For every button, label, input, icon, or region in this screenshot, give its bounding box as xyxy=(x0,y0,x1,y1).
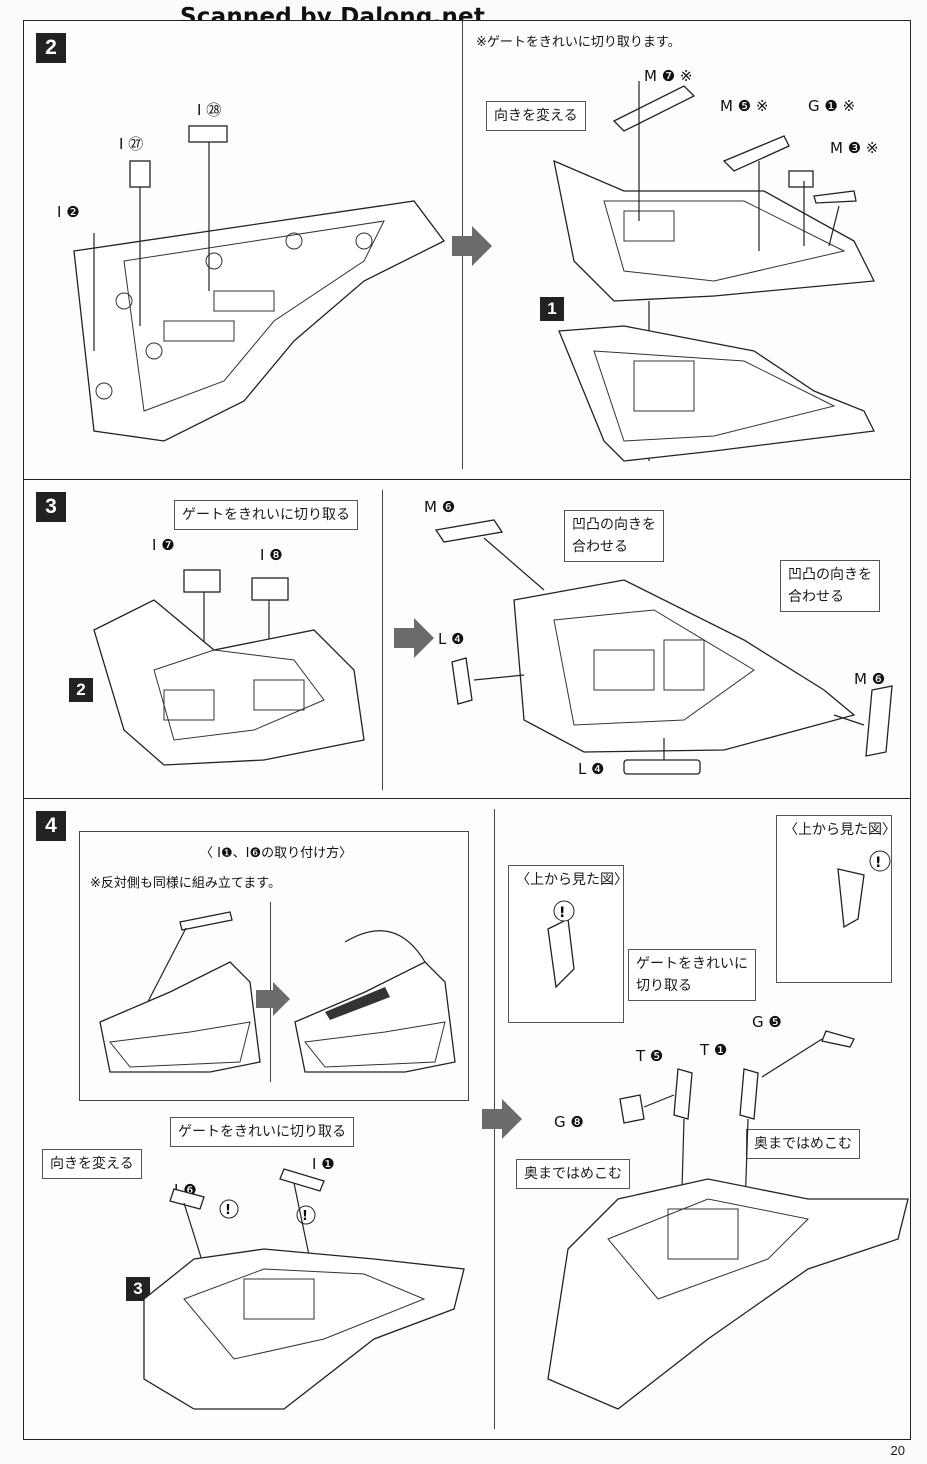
inset-illustration-after xyxy=(294,930,456,1073)
flow-arrow xyxy=(482,1099,522,1139)
inset-note: ※反対側も同様に組み立てます。 xyxy=(90,876,281,891)
orientation-note: 向きを変える xyxy=(42,1149,142,1179)
part-label-i28: I ㉘ xyxy=(197,101,222,119)
svg-text:!: ! xyxy=(302,1209,308,1224)
cockpit-illustration xyxy=(93,569,365,766)
step-number: 3 xyxy=(36,492,66,522)
svg-text:!: ! xyxy=(875,855,881,871)
part-label-m3: M ❸ ※ xyxy=(830,139,879,157)
step-2-panel: 2 ※ゲートをきれいに切り取ります。 I ㉘ I ㉗ I ❷ 向きを変える M … xyxy=(23,20,911,480)
top-view-title: 〈上から見た図〉 xyxy=(784,822,896,838)
sub-step-badge: 2 xyxy=(69,678,93,702)
part-label-g5: G ❺ xyxy=(752,1013,782,1031)
part-label-i2: I ❷ xyxy=(57,203,80,221)
part-label-i8: I ❽ xyxy=(260,546,283,564)
inset-box: 〈 I❶、I❻の取り付け方〉 ※反対側も同様に組み立てます。 xyxy=(79,831,469,1101)
svg-text:!: ! xyxy=(225,1203,231,1218)
top-view-label: 〈上から見た図〉 xyxy=(508,865,628,1023)
flow-arrow xyxy=(394,618,434,658)
step-4-panel: 4 〈 I❶、I❻の取り付け方〉 ※反対側も同様に組み立てます。 向きを変える … xyxy=(23,798,911,1440)
press-note: 奥まではめこむ xyxy=(746,1129,860,1159)
part-label-m6: M ❻ xyxy=(424,498,456,516)
flow-arrow xyxy=(256,982,290,1016)
top-view-label: 〈上から見た図〉 xyxy=(776,815,896,983)
gate-note: ゲートをきれいに切り取る xyxy=(174,500,358,530)
gate-note: ※ゲートをきれいに切り取ります。 xyxy=(476,35,681,50)
step-number: 4 xyxy=(36,811,66,841)
gate-note: ゲートをきれいに 切り取る xyxy=(628,949,756,1001)
part-label-t5: T ❺ xyxy=(636,1047,664,1065)
part-label-m7: M ❼ ※ xyxy=(644,67,693,85)
wing-assembly-illustration xyxy=(553,81,876,462)
part-label-t1: T ❶ xyxy=(700,1041,728,1059)
fuselage-illustration-left: ! ! xyxy=(143,1168,465,1410)
part-label-g8: G ❽ xyxy=(554,1113,584,1131)
align-note: 凹凸の向きを 合わせる xyxy=(780,560,880,612)
press-note: 奥まではめこむ xyxy=(516,1159,630,1189)
part-label-i1: I ❶ xyxy=(312,1155,335,1173)
flow-arrow xyxy=(452,226,492,266)
part-label-m5: M ❺ ※ xyxy=(720,97,769,115)
part-label-g1: G ❶ ※ xyxy=(808,97,856,115)
part-label-m6: M ❻ xyxy=(854,670,886,688)
top-view-title: 〈上から見た図〉 xyxy=(516,872,628,888)
align-note: 凹凸の向きを 合わせる xyxy=(564,510,664,562)
inset-title: 〈 I❶、I❻の取り付け方〉 xyxy=(200,846,353,861)
orientation-note: 向きを変える xyxy=(486,101,586,131)
wing-top-illustration xyxy=(434,519,893,775)
divider xyxy=(382,490,383,790)
part-label-l4: L ❹ xyxy=(578,760,605,778)
sub-step-badge: 1 xyxy=(540,297,564,321)
part-label-i7: I ❼ xyxy=(152,536,175,554)
page-number: 20 xyxy=(890,1443,905,1458)
part-label-i27: I ㉗ xyxy=(119,135,144,153)
inset-illustration-before xyxy=(99,911,261,1073)
step-number: 2 xyxy=(36,33,66,63)
fuselage-illustration-right: ! ! xyxy=(547,850,909,1410)
step-3-panel: 3 ゲートをきれいに切り取る I ❼ I ❽ 2 M ❻ 凹凸の向きを 合わせる… xyxy=(23,479,911,799)
part-label-l4: L ❹ xyxy=(438,630,465,648)
wing-underside-illustration xyxy=(73,125,445,442)
gate-note: ゲートをきれいに切り取る xyxy=(170,1117,354,1147)
svg-text:!: ! xyxy=(559,905,565,921)
